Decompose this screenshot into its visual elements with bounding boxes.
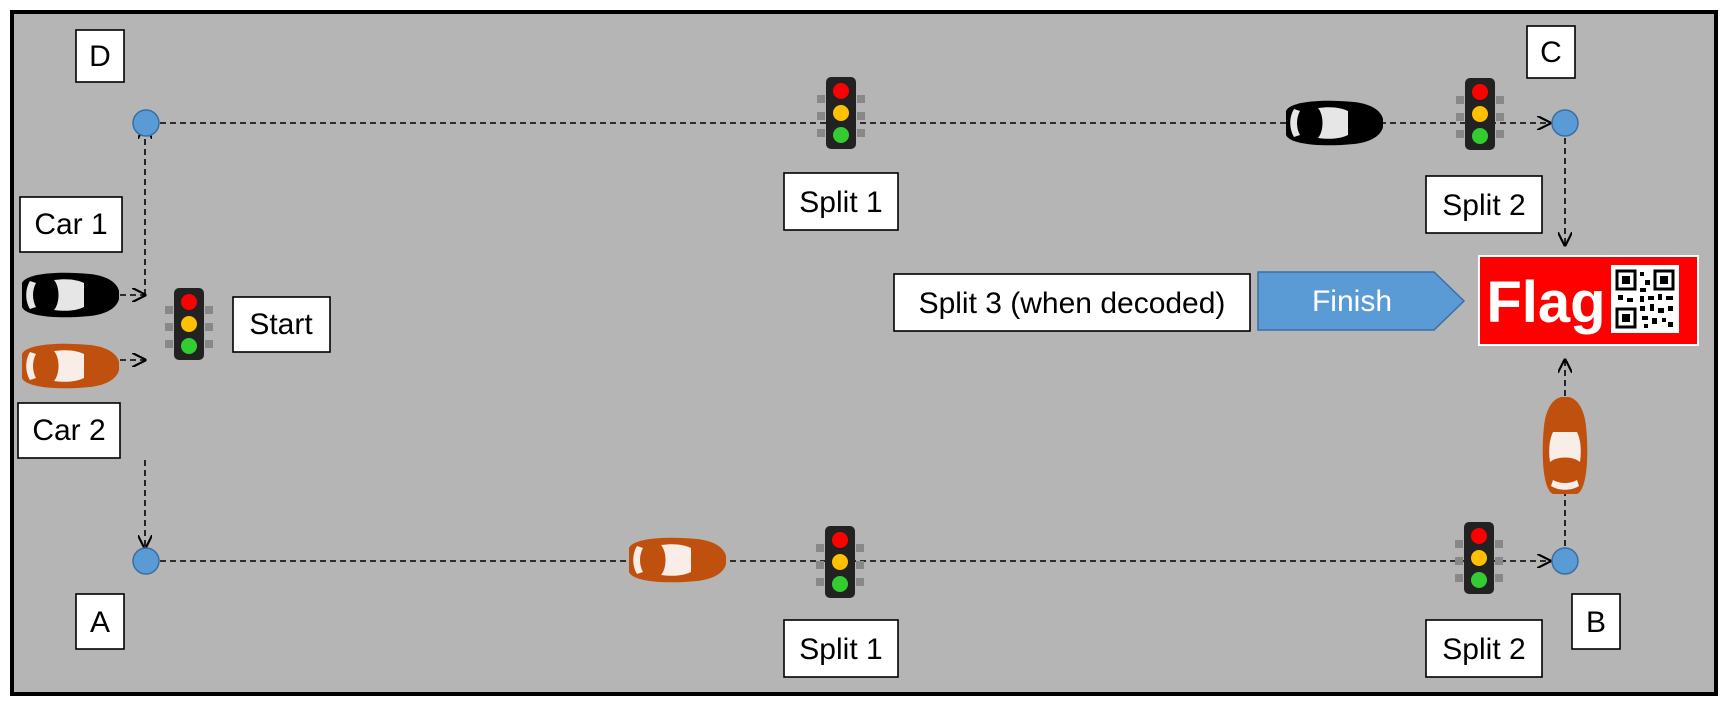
- finish-label: Finish: [1312, 285, 1392, 318]
- split2-top-box: Split 2: [1425, 175, 1543, 234]
- split1-top-label: Split 1: [799, 186, 882, 219]
- car1-icon: [22, 272, 119, 318]
- corner-c-box: C: [1526, 25, 1576, 79]
- car1-label: Car 1: [34, 208, 107, 241]
- split3-box: Split 3 (when decoded): [893, 273, 1251, 332]
- car2-moving-icon: [629, 537, 726, 583]
- flag-box: Flag: [1478, 255, 1699, 346]
- split2-bottom-label: Split 2: [1442, 633, 1525, 666]
- corner-b-box: B: [1571, 593, 1621, 650]
- split1-bottom-label: Split 1: [799, 633, 882, 666]
- car2-label: Car 2: [32, 414, 105, 447]
- car1-moving-icon: [1286, 100, 1383, 146]
- corner-a-label: A: [90, 606, 110, 639]
- car1-label-box: Car 1: [19, 196, 123, 253]
- split3-label: Split 3 (when decoded): [919, 287, 1226, 320]
- split1-top-box: Split 1: [783, 172, 899, 231]
- node-a: [132, 547, 160, 575]
- corner-a-box: A: [75, 593, 125, 650]
- split1-bottom-box: Split 1: [783, 619, 899, 678]
- corner-c-label: C: [1540, 36, 1562, 69]
- node-b: [1551, 547, 1579, 575]
- node-d: [132, 109, 160, 137]
- flag-label: Flag: [1486, 270, 1605, 335]
- car2-icon: [22, 343, 119, 389]
- corner-b-label: B: [1586, 606, 1606, 639]
- start-label-box: Start: [232, 296, 331, 353]
- split2-bottom-box: Split 2: [1425, 619, 1543, 678]
- car2-label-box: Car 2: [17, 402, 121, 459]
- corner-d-label: D: [89, 40, 111, 73]
- start-label: Start: [249, 308, 313, 341]
- node-c: [1551, 109, 1579, 137]
- qr-code-icon: [1611, 265, 1679, 333]
- split2-top-label: Split 2: [1442, 189, 1525, 222]
- finish-arrow: Finish: [1257, 271, 1466, 331]
- car2-finishing-icon: [1542, 397, 1588, 494]
- track-background: [10, 10, 1718, 696]
- corner-d-box: D: [75, 29, 125, 83]
